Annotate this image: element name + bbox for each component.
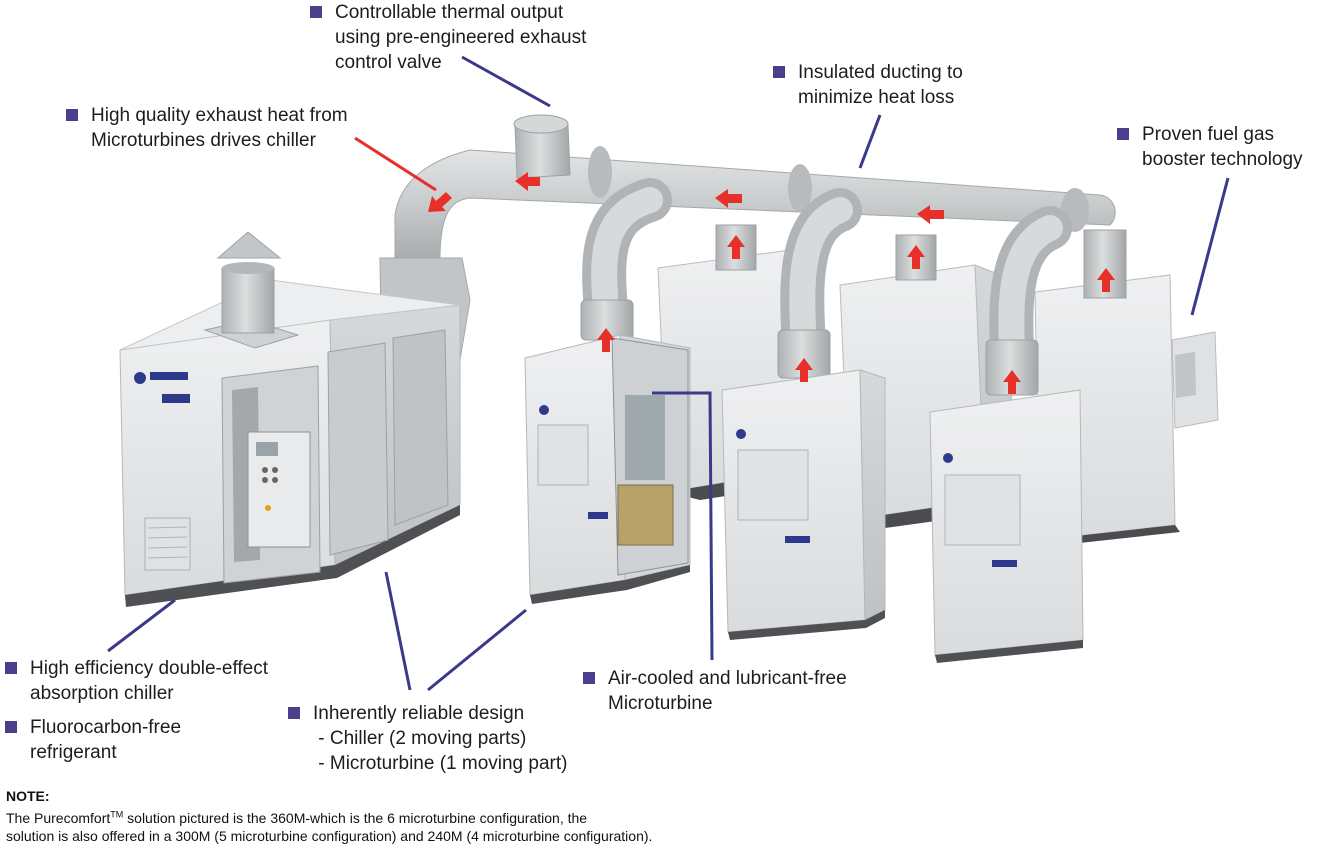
leader-lines <box>107 55 1230 692</box>
note-line-1: The PurecomfortTM solution pictured is t… <box>6 809 588 826</box>
leader-microturbine <box>652 391 714 661</box>
absorption-chiller <box>119 231 461 607</box>
footnote: NOTE: The PurecomfortTM solution picture… <box>6 787 652 845</box>
branch-pipes-back <box>715 224 1127 299</box>
callout-microturbine: Air-cooled and lubricant-free Microturbi… <box>583 666 847 716</box>
bullet-square <box>310 6 322 18</box>
microturbine-front-2 <box>721 369 886 640</box>
bullet-square <box>5 721 17 733</box>
callout-chiller: High efficiency double-effect absorption… <box>5 656 268 706</box>
callout-fuel-gas: Proven fuel gas booster technology <box>1117 122 1303 172</box>
leader-chiller <box>107 598 176 653</box>
note-heading: NOTE: <box>6 788 50 804</box>
callout-exhaust-valve: Controllable thermal output using pre-en… <box>310 0 586 75</box>
leader-ducting <box>858 114 882 169</box>
note-line-2: solution is also offered in a 300M (5 mi… <box>6 827 653 844</box>
microturbine-front-1 <box>524 334 691 604</box>
bullet-square <box>66 109 78 121</box>
leader-exhaust-heat <box>354 136 437 192</box>
bullet-square <box>5 662 17 674</box>
branch-pipes-front <box>582 178 1072 372</box>
pipe-collars <box>580 299 1039 396</box>
flow-arrows <box>428 172 1115 394</box>
callout-exhaust-heat: High quality exhaust heat from Microturb… <box>66 103 348 153</box>
leader-exhaust-valve <box>461 55 551 108</box>
microturbine-front-3 <box>929 389 1084 663</box>
bullet-square <box>773 66 785 78</box>
callout-refrigerant: Fluorocarbon-free refrigerant <box>5 715 181 765</box>
bullet-square <box>288 707 300 719</box>
bullet-square <box>583 672 595 684</box>
callout-reliable: Inherently reliable design - Chiller (2 … <box>288 701 567 776</box>
leader-reliable-turbine <box>427 608 527 692</box>
fuel-gas-booster <box>1171 331 1219 429</box>
callout-ducting: Insulated ducting to minimize heat loss <box>773 60 963 110</box>
leader-reliable-chiller <box>384 571 412 691</box>
bullet-square <box>1117 128 1129 140</box>
leader-fuel-gas <box>1190 177 1230 316</box>
